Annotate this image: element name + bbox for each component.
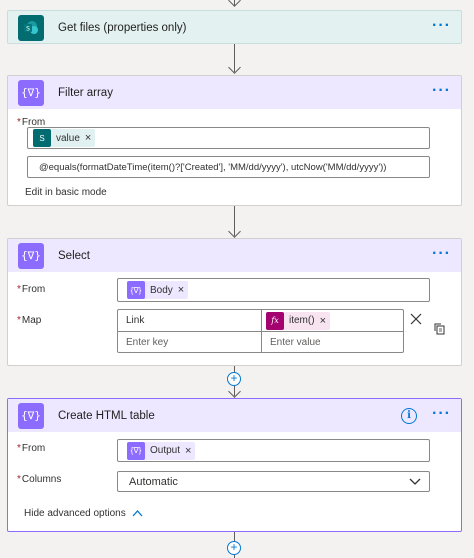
select-title: Select	[58, 249, 90, 262]
filter-expression: @equals(formatDateTime(item()?['Created'…	[39, 161, 387, 173]
expression-icon: fx	[266, 311, 284, 330]
select-map-label: *Map	[17, 315, 42, 326]
map-value-field[interactable]: fx item() ×	[262, 310, 403, 331]
chevron-up-icon	[132, 510, 143, 517]
select-from-label: *From	[17, 284, 46, 295]
data-operation-icon: {∇}	[18, 242, 44, 269]
data-operation-icon: {∇}	[127, 441, 145, 460]
svg-text:S: S	[26, 25, 30, 32]
add-step-icon[interactable]: +	[227, 372, 241, 386]
data-operation-icon: {∇}	[127, 281, 145, 299]
create-html-table-title: Create HTML table	[58, 409, 155, 422]
connector-line	[234, 44, 235, 72]
table-from-label: *From	[17, 443, 46, 454]
create-html-table-header[interactable]: {∇} Create HTML table	[8, 399, 461, 432]
select-card: {∇} Select ··· *From {∇} Body × *Map Lin…	[7, 238, 462, 366]
data-operation-icon: {∇}	[18, 79, 44, 106]
table-columns-label: *Columns	[17, 474, 62, 485]
chevron-down-icon	[409, 478, 421, 486]
info-icon[interactable]: i	[401, 408, 417, 424]
connector-arrow	[228, 0, 241, 7]
remove-token-icon[interactable]: ×	[177, 284, 185, 296]
filter-array-menu-button[interactable]: ···	[432, 82, 451, 99]
connector-arrow	[228, 385, 241, 398]
sharepoint-icon: S	[18, 14, 44, 41]
filter-from-label: *From	[17, 117, 46, 128]
get-files-card[interactable]: S Get files (properties only) ···	[7, 10, 462, 44]
map-key-field[interactable]: Link	[126, 315, 145, 326]
connector-arrow	[228, 61, 241, 74]
new-value-input[interactable]: Enter value	[270, 336, 321, 348]
filter-array-title: Filter array	[58, 86, 113, 99]
table-from-input[interactable]: {∇} Output ×	[117, 439, 430, 462]
remove-token-icon[interactable]: ×	[185, 444, 192, 457]
get-files-title: Get files (properties only)	[58, 21, 187, 34]
get-files-header[interactable]: S Get files (properties only)	[8, 11, 461, 44]
filter-from-input[interactable]: S value ×	[27, 127, 430, 149]
create-html-table-card: {∇} Create HTML table i ··· *From {∇} Ou…	[7, 398, 462, 532]
filter-array-header[interactable]: {∇} Filter array	[8, 76, 461, 109]
connector-line	[234, 0, 235, 6]
select-header[interactable]: {∇} Select	[8, 239, 461, 272]
item-token[interactable]: fx item() ×	[266, 311, 330, 330]
output-token[interactable]: {∇} Output ×	[127, 441, 196, 460]
switch-to-text-mode-icon[interactable]	[434, 323, 446, 335]
select-menu-button[interactable]: ···	[432, 245, 451, 262]
filter-expression-input[interactable]: @equals(formatDateTime(item()?['Created'…	[27, 156, 430, 178]
value-token[interactable]: S value ×	[33, 129, 96, 147]
columns-dropdown[interactable]: Automatic	[117, 471, 430, 492]
map-table: Link fx item() × Enter key Enter value	[117, 309, 404, 353]
delete-row-icon[interactable]	[410, 313, 422, 325]
body-token[interactable]: {∇} Body ×	[127, 281, 189, 299]
create-html-table-menu-button[interactable]: ···	[432, 405, 451, 422]
remove-token-icon[interactable]: ×	[84, 132, 92, 144]
sharepoint-icon: S	[33, 129, 51, 147]
connector-line	[234, 206, 235, 236]
connector-arrow	[228, 225, 241, 238]
map-divider	[118, 331, 403, 332]
select-from-input[interactable]: {∇} Body ×	[117, 278, 430, 302]
edit-basic-mode-link[interactable]: Edit in basic mode	[25, 187, 107, 198]
add-step-icon[interactable]: +	[227, 541, 241, 555]
new-key-input[interactable]: Enter key	[126, 336, 169, 348]
data-operation-icon: {∇}	[18, 402, 44, 429]
hide-advanced-options-link[interactable]: Hide advanced options	[24, 508, 143, 519]
filter-array-card: {∇} Filter array ··· *From S value × @eq…	[7, 75, 462, 206]
remove-token-icon[interactable]: ×	[319, 314, 326, 327]
get-files-menu-button[interactable]: ···	[432, 17, 451, 34]
